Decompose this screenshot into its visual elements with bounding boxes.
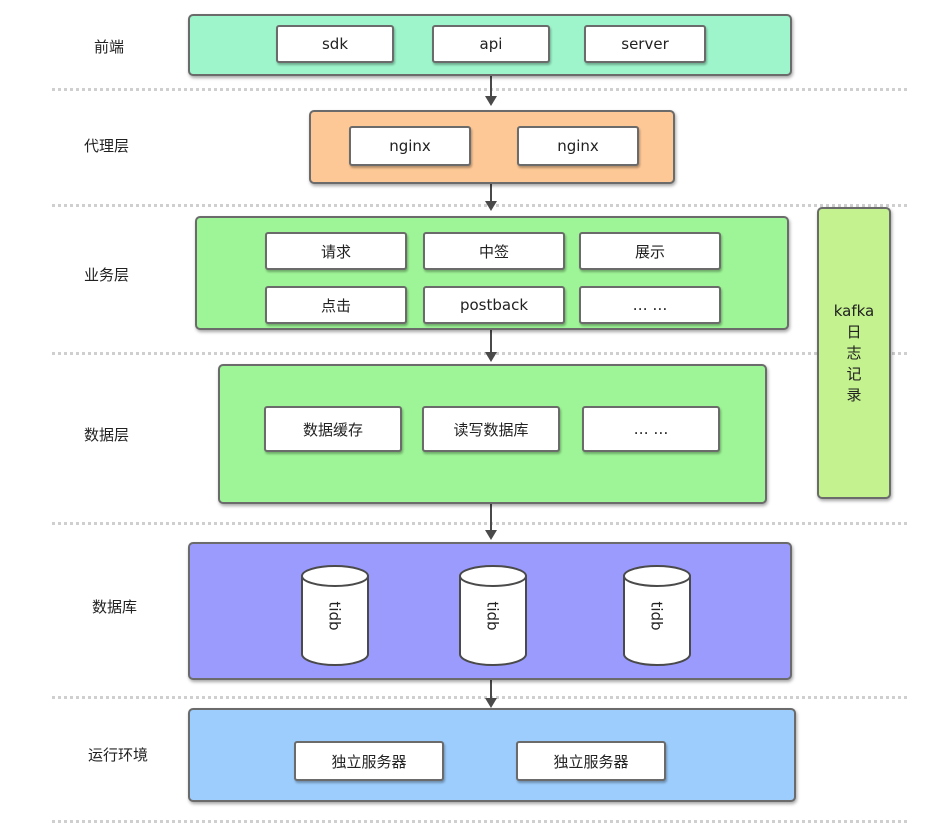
cylinder-label: tidb xyxy=(484,601,502,631)
kafka-char-2: 志 xyxy=(846,343,862,362)
node-api: api xyxy=(432,25,550,63)
layer-label-proxy: 代理层 xyxy=(84,137,130,155)
layer-frontend: sdk api server xyxy=(188,14,792,76)
kafka-char-3: 记 xyxy=(846,364,862,383)
layer-data: 数据缓存 读写数据库 … … xyxy=(218,364,767,504)
kafka-label: kafka xyxy=(833,301,875,320)
separator-3 xyxy=(52,352,907,355)
arrow-proxy-business xyxy=(490,184,492,202)
node-rw-database: 读写数据库 xyxy=(422,406,560,452)
kafka-char-1: 日 xyxy=(846,322,862,341)
node-more-data: … … xyxy=(582,406,720,452)
node-server: server xyxy=(584,25,706,63)
node-request: 请求 xyxy=(265,232,407,270)
database-cylinder-icon xyxy=(301,565,369,666)
arrow-frontend-proxy xyxy=(490,76,492,98)
separator-4 xyxy=(52,522,907,525)
node-server-2: 独立服务器 xyxy=(516,741,666,781)
layer-business: 请求 中签 展示 点击 postback … … xyxy=(195,216,789,330)
separator-5 xyxy=(52,696,907,699)
arrowhead-business-data xyxy=(485,352,497,362)
node-data-cache: 数据缓存 xyxy=(264,406,402,452)
layer-database: tidb tidb tidb xyxy=(188,542,792,680)
cylinder-tidb-3: tidb xyxy=(622,564,692,668)
node-more-business: … … xyxy=(579,286,721,324)
node-server-1: 独立服务器 xyxy=(294,741,444,781)
arrow-data-database xyxy=(490,504,492,532)
cylinder-tidb-2: tidb xyxy=(458,564,528,668)
separator-1 xyxy=(52,88,907,91)
cylinder-label: tidb xyxy=(648,601,666,631)
layer-label-data: 数据层 xyxy=(84,426,130,444)
layer-runtime: 独立服务器 独立服务器 xyxy=(188,708,796,802)
layer-label-runtime: 运行环境 xyxy=(88,746,149,764)
layer-label-frontend: 前端 xyxy=(94,38,125,56)
node-sdk: sdk xyxy=(276,25,394,63)
separator-2 xyxy=(52,204,907,207)
node-postback: postback xyxy=(423,286,565,324)
arrowhead-frontend-proxy xyxy=(485,96,497,106)
database-cylinder-icon xyxy=(623,565,691,666)
cylinder-label: tidb xyxy=(326,601,344,631)
node-nginx-1: nginx xyxy=(349,126,471,166)
node-win: 中签 xyxy=(423,232,565,270)
kafka-char-4: 录 xyxy=(846,385,862,404)
node-click: 点击 xyxy=(265,286,407,324)
arrowhead-proxy-business xyxy=(485,201,497,211)
kafka-log-box: kafka 日 志 记 录 xyxy=(817,207,891,499)
cylinder-tidb-1: tidb xyxy=(300,564,370,668)
layer-label-business: 业务层 xyxy=(84,266,130,284)
layer-proxy: nginx nginx xyxy=(309,110,675,184)
arrow-business-data xyxy=(490,330,492,354)
layer-label-database: 数据库 xyxy=(92,598,138,616)
node-display: 展示 xyxy=(579,232,721,270)
arrowhead-database-runtime xyxy=(485,698,497,708)
arrow-database-runtime xyxy=(490,680,492,700)
database-cylinder-icon xyxy=(459,565,527,666)
arrowhead-data-database xyxy=(485,530,497,540)
node-nginx-2: nginx xyxy=(517,126,639,166)
separator-6 xyxy=(52,820,907,823)
